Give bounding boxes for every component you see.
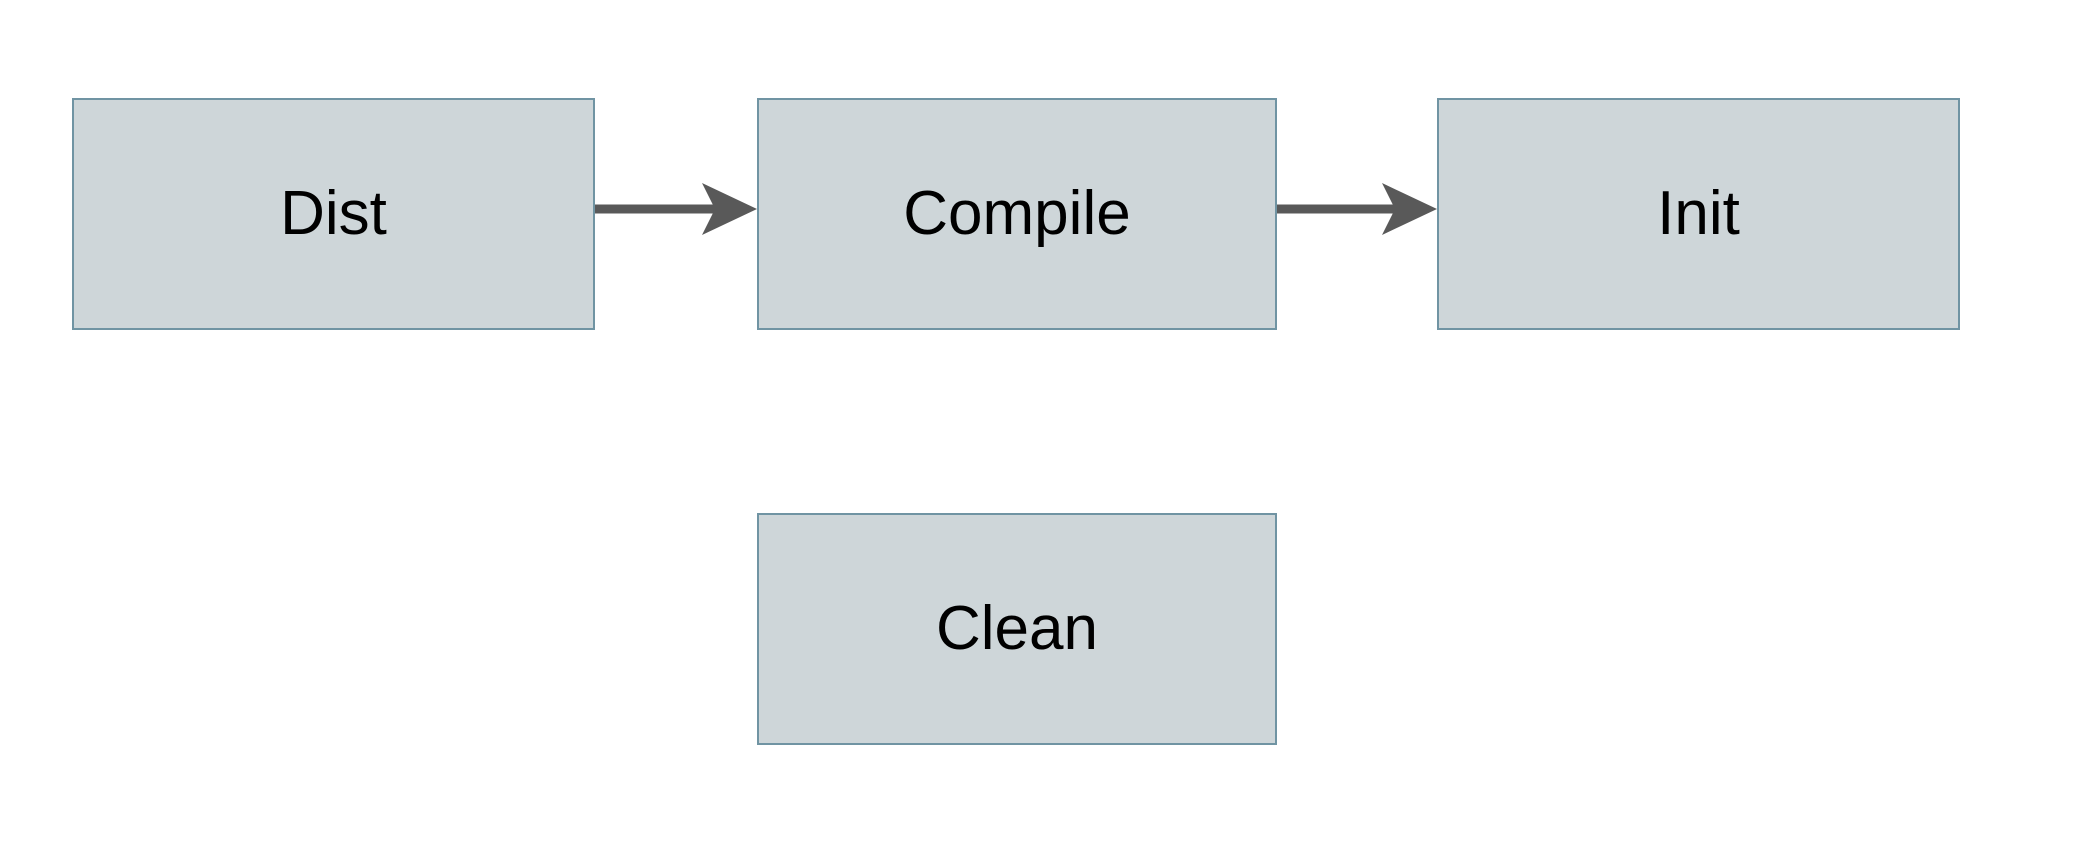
node-dist-label: Dist	[280, 179, 387, 248]
edge-compile-to-init	[1277, 183, 1437, 235]
node-compile[interactable]: Compile	[757, 98, 1277, 330]
node-dist[interactable]: Dist	[72, 98, 595, 330]
node-clean[interactable]: Clean	[757, 513, 1277, 745]
arrowhead-icon	[702, 183, 757, 235]
node-init-label: Init	[1657, 179, 1740, 248]
arrowhead-icon	[1382, 183, 1437, 235]
node-clean-label: Clean	[936, 594, 1098, 663]
node-init[interactable]: Init	[1437, 98, 1960, 330]
edge-dist-to-compile	[595, 183, 757, 235]
node-compile-label: Compile	[903, 179, 1131, 248]
